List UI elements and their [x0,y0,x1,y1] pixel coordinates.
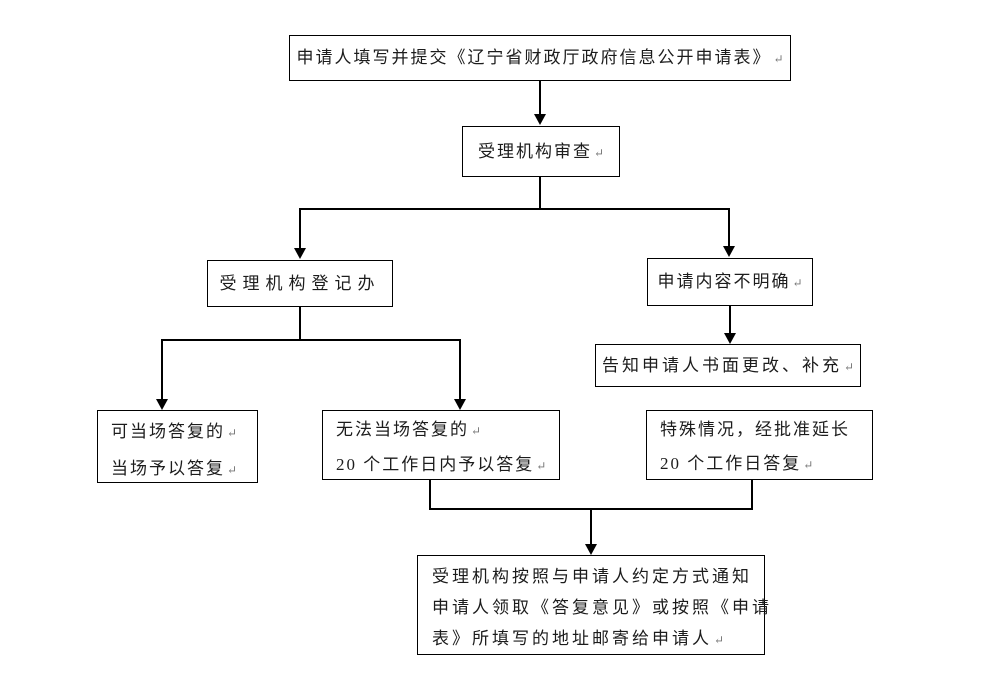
node-text-line: 当场予以答复↵ [111,451,257,488]
return-mark-icon: ↵ [536,459,547,473]
flow-node-notify-amend: 告知申请人书面更改、补充↵ [595,344,861,387]
connector-register-to-20days [459,339,461,400]
arrow-down-icon [454,399,466,410]
node-label: 申请人填写并提交《辽宁省财政厅政府信息公开申请表》 [296,48,772,68]
node-label: 特殊情况，经批准延长 [660,420,850,439]
arrow-down-icon [723,246,735,257]
return-mark-icon: ↵ [593,145,605,160]
node-text-line: 特殊情况，经批准延长 [660,413,872,447]
node-label: 受理机构审查 [477,141,592,161]
connector-unclear-to-notify [729,306,731,334]
return-mark-icon: ↵ [843,359,855,374]
node-text-line: 受理机构审查↵ [478,140,604,164]
node-label: 无法当场答复的 [336,420,469,439]
return-mark-icon: ↵ [471,424,482,438]
return-mark-icon: ↵ [227,426,238,440]
connector-review-stem [539,177,541,210]
connector-review-branch [299,208,730,210]
connector-extended-down [751,480,753,510]
arrow-down-icon [156,399,168,410]
flow-node-final-notify: 受理机构按照与申请人约定方式通知 申请人领取《答复意见》或按照《申请 表》所填写… [417,555,769,656]
node-label: 20 个工作日答复 [660,454,802,473]
return-mark-icon: ↵ [792,276,803,291]
flow-node-unclear-content: 申请内容不明确↵ [647,258,813,306]
node-label: 可当场答复的 [111,422,225,441]
node-label: 受理机构按照与申请人约定方式通知 [432,567,752,586]
arrow-down-icon [585,544,597,555]
connector-submit-to-review [539,81,541,115]
node-label: 申请内容不明确 [657,272,791,292]
flow-node-extended-reply: 特殊情况，经批准延长 20 个工作日答复↵ [646,410,873,480]
node-text-line: 申请人领取《答复意见》或按照《申请 [432,592,769,623]
return-mark-icon: ↵ [227,463,238,477]
connector-review-to-unclear [728,208,730,246]
node-text-line: 无法当场答复的↵ [336,413,559,448]
flow-node-register-office: 受理机构登记办 [207,260,393,307]
connector-register-to-onsite [161,339,163,400]
node-label: 表》所填写的地址邮寄给申请人 [432,629,712,648]
node-text-line: 受理机构登记办 [220,272,381,296]
connector-register-branch [161,339,461,341]
node-text-line: 20 个工作日答复↵ [660,447,872,482]
arrow-down-icon [294,248,306,259]
connector-merge-to-final [590,508,592,545]
connector-20days-down [429,480,431,510]
node-label: 受理机构登记办 [219,273,381,293]
return-mark-icon: ↵ [803,458,814,472]
flow-node-submit-application: 申请人填写并提交《辽宁省财政厅政府信息公开申请表》↵ [289,35,791,81]
node-text-line: 申请人填写并提交《辽宁省财政厅政府信息公开申请表》↵ [296,46,783,70]
node-label: 告知申请人书面更改、补充 [601,355,842,375]
node-text-line: 告知申请人书面更改、补充↵ [602,354,854,378]
node-text-line: 申请内容不明确↵ [657,270,802,294]
arrow-down-icon [534,114,546,125]
connector-register-stem [299,307,301,341]
node-label: 申请人领取《答复意见》或按照《申请 [432,598,772,617]
arrow-down-icon [724,333,736,344]
flow-node-accept-review: 受理机构审查↵ [462,126,620,177]
flow-node-reply-20-days: 无法当场答复的↵ 20 个工作日内予以答复↵ [322,410,560,480]
node-text-line: 20 个工作日内予以答复↵ [336,448,559,483]
return-mark-icon: ↵ [714,633,725,647]
flow-node-onsite-reply: 可当场答复的↵ 当场予以答复↵ [97,410,258,483]
node-text-line: 表》所填写的地址邮寄给申请人↵ [432,623,764,656]
node-label: 当场予以答复 [111,459,225,478]
node-text-line: 可当场答复的↵ [111,414,257,451]
connector-review-to-register [299,208,301,248]
return-mark-icon: ↵ [773,52,784,67]
node-text-line: 受理机构按照与申请人约定方式通知 [432,561,764,592]
node-label: 20 个工作日内予以答复 [336,455,535,474]
